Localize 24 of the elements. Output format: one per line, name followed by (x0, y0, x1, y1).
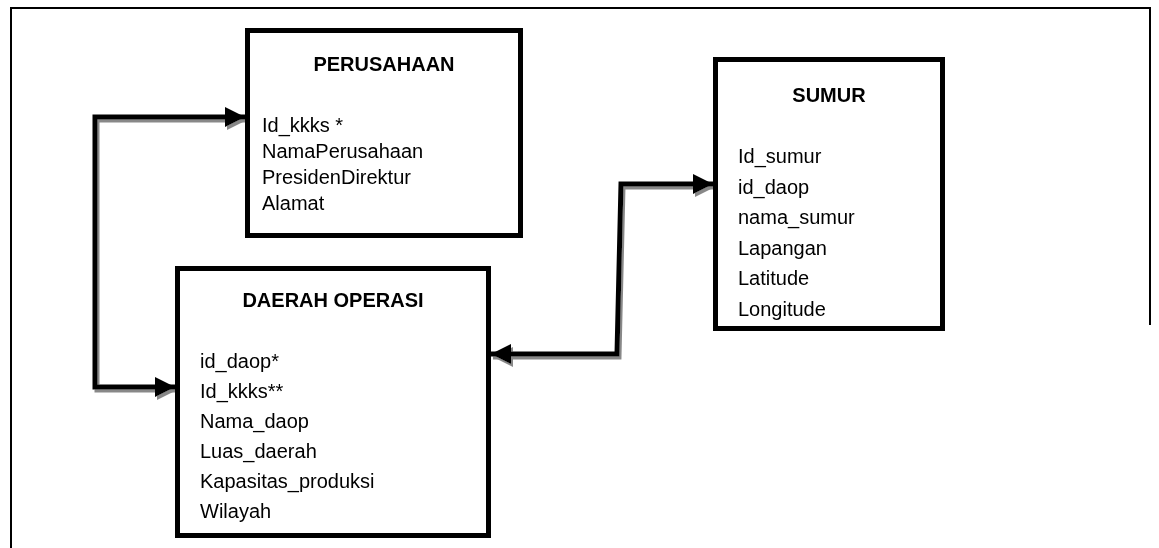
attribute-text: Latitude (738, 266, 810, 290)
attribute-text: nama_sumur (738, 205, 855, 229)
entity-box (713, 57, 945, 331)
attribute-text: Id_kkks * (262, 113, 344, 137)
attribute-text: Nama_daop (200, 409, 309, 433)
entity-box (245, 28, 523, 238)
attribute-text: id_daop* (200, 349, 279, 373)
entity-title: SUMUR (791, 84, 867, 107)
attribute-text: Alamat (262, 191, 325, 215)
entity-title: DAERAH OPERASI (241, 289, 425, 312)
attribute-text: Lapangan (738, 235, 827, 260)
relationship-arrow (92, 107, 245, 397)
attribute-text: Wilayah (200, 499, 272, 523)
attribute-text: NamaPerusahaan (262, 139, 424, 163)
entity-title: PERUSAHAAN (312, 53, 456, 76)
attribute-text: PresidenDirektur (262, 165, 411, 189)
entity-box (175, 266, 491, 538)
attribute-text: Luas_daerah (200, 439, 317, 463)
attribute-text: id_daop (738, 174, 810, 199)
attribute-text: Id_kkks** (200, 379, 284, 403)
attribute-text: Kapasitas_produksi (200, 469, 375, 493)
relationship-arrow (491, 174, 713, 364)
attribute-text: Id_sumur (738, 144, 822, 168)
attribute-text: Longitude (738, 296, 826, 321)
